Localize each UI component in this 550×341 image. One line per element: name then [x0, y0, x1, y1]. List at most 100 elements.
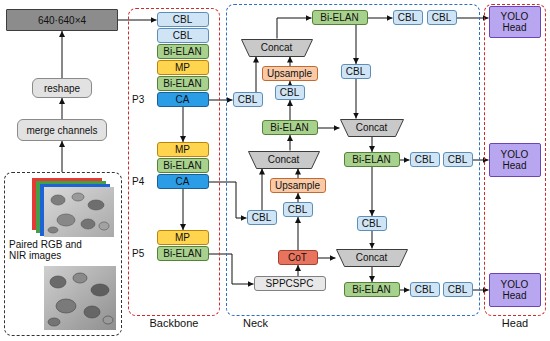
conv-block: CBL	[410, 152, 440, 167]
flow-arrow	[183, 107, 184, 142]
level-tag-holder: P4	[132, 176, 144, 187]
flow-arrow	[298, 169, 299, 179]
block-label: CA	[176, 94, 190, 105]
flow-arrow	[318, 258, 336, 259]
stage-region: BackboneCBLCBLBi-ELANMPBi-ELANCAMPBi-ELA…	[128, 8, 220, 316]
rock	[72, 193, 84, 201]
rock	[57, 214, 75, 226]
aggregation-block: Bi-ELAN	[157, 44, 209, 59]
aggregation-block: Bi-ELAN	[312, 10, 368, 25]
block-label: Bi-ELAN	[270, 122, 308, 133]
detector-box: YOLO Head	[489, 143, 541, 177]
join-trapezoid: Concat	[241, 39, 313, 57]
aggregation-block: Bi-ELAN	[344, 282, 400, 297]
flow-arrow	[290, 100, 291, 120]
conv-block: CBL	[157, 12, 209, 27]
block-label: CBL	[346, 66, 365, 77]
block-label: CBL	[252, 212, 271, 223]
flow-arrow	[62, 31, 63, 78]
flow-arrow	[400, 290, 410, 291]
rock	[88, 200, 104, 210]
detector-box: YOLO Head	[489, 6, 541, 38]
rock	[50, 276, 66, 288]
region-title: Backbone	[150, 317, 199, 329]
block-label: SPPCSPC	[266, 278, 314, 289]
block-label: CBL	[280, 87, 299, 98]
flow-arrow	[209, 100, 233, 101]
aggregation-block: Bi-ELAN	[344, 152, 400, 167]
rock	[103, 316, 113, 324]
conv-block: CBL	[275, 85, 305, 100]
rock	[48, 227, 58, 233]
rock	[51, 195, 65, 205]
region-title-holder: Paired RGB and NIR images	[9, 239, 87, 262]
conv-block: CBL	[283, 202, 313, 217]
block-label: CoT	[288, 252, 307, 263]
preprocess-step: merge channels	[17, 119, 107, 141]
block-label: CBL	[415, 154, 434, 165]
stage-region: NeckBi-ELANCBLCBLConcatUpsampleCBLCBLCBL…	[226, 4, 480, 316]
block-label: MP	[175, 232, 190, 243]
conv-block: CBL	[393, 10, 423, 25]
stage-region: HeadYOLO HeadYOLO HeadYOLO Head	[484, 4, 546, 316]
attention-block: CA	[157, 92, 209, 107]
flow-arrow	[290, 57, 291, 67]
flow-arrow	[290, 135, 291, 151]
block-label: CBL	[448, 154, 467, 165]
resample-block: Upsample	[262, 66, 318, 81]
level-tag-holder: P5	[132, 248, 144, 259]
region-title-holder: Head	[485, 317, 545, 329]
region-title: Head	[502, 317, 528, 329]
flow-arrow	[209, 254, 254, 284]
trapezoid-shape	[336, 249, 407, 266]
nir-image	[44, 266, 116, 330]
rock	[73, 273, 87, 283]
flow-arrow	[209, 182, 247, 218]
pooling-block: MP	[157, 230, 209, 245]
conv-block: CBL	[341, 64, 371, 79]
nir-photo	[44, 266, 116, 330]
block-label: merge channels	[26, 125, 97, 136]
flow-arrow	[183, 189, 184, 230]
join-trapezoid: Concat	[248, 151, 320, 169]
level-tag-holder: P3	[132, 94, 144, 105]
flow-arrow	[256, 57, 257, 93]
input-image-region: Paired RGB and NIR images	[4, 172, 122, 336]
flow-arrow	[298, 265, 299, 276]
conv-block: CBL	[410, 282, 440, 297]
block-label: CBL	[288, 204, 307, 215]
block-label: Upsample	[275, 180, 320, 191]
block-label: CBL	[238, 94, 257, 105]
conv-block: CBL	[443, 282, 473, 297]
block-label: Bi-ELAN	[352, 154, 390, 165]
block-label: reshape	[44, 83, 80, 94]
rock	[81, 219, 95, 229]
block-label: CBL	[432, 12, 451, 23]
block-label: CBL	[448, 284, 467, 295]
block-label: Concat	[268, 154, 300, 165]
detector-box: YOLO Head	[489, 273, 541, 307]
resample-block: Upsample	[270, 178, 326, 193]
flow-arrow	[368, 18, 393, 19]
flow-arrow	[356, 25, 357, 64]
block-label: Bi-ELAN	[163, 160, 201, 171]
rgb-photo	[44, 187, 114, 237]
aggregation-block: Bi-ELAN	[157, 158, 209, 173]
block-label: MP	[175, 62, 190, 73]
block-label: CBL	[173, 30, 192, 41]
conv-block: CBL	[427, 10, 457, 25]
block-label: YOLO Head	[494, 11, 536, 33]
block-label: CBL	[362, 218, 381, 229]
block-label: Bi-ELAN	[163, 248, 201, 259]
flow-arrow	[372, 231, 373, 249]
trapezoid-shape	[241, 39, 312, 56]
block-label: YOLO Head	[494, 279, 536, 301]
conv-block: CBL	[233, 92, 263, 107]
pooling-block: MP	[157, 142, 209, 157]
block-label: CA	[176, 176, 190, 187]
flow-arrow	[400, 160, 410, 161]
flow-arrow	[473, 290, 489, 291]
block-label: Bi-ELAN	[163, 46, 201, 57]
block-label: CBL	[173, 14, 192, 25]
block-label: Concat	[261, 42, 293, 53]
